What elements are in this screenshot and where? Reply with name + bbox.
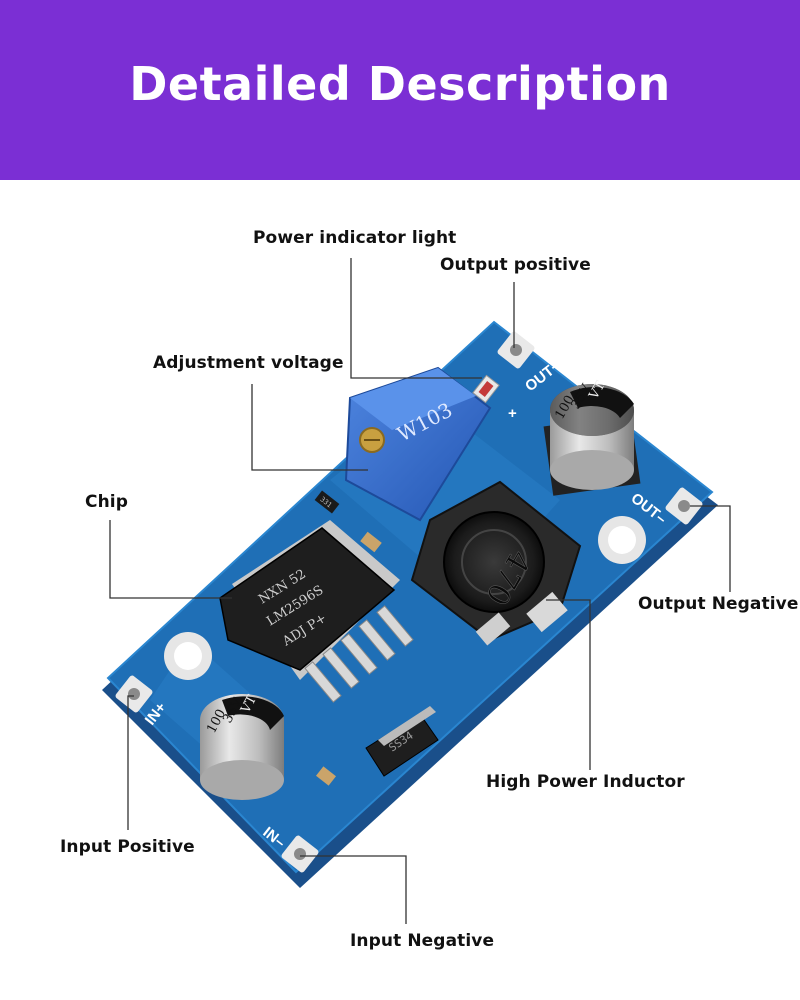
header-banner: Detailed Description [0, 0, 800, 180]
leader-input-positive [127, 695, 134, 830]
power-indicator-led [472, 374, 500, 404]
terminal-pad-in-plus [115, 675, 153, 713]
label-high-power-inductor: High Power Inductor [486, 772, 685, 792]
label-adjustment-voltage: Adjustment voltage [153, 353, 344, 373]
power-inductor: 470 [410, 480, 582, 646]
label-output-negative: Output Negative [638, 594, 799, 614]
mounting-hole-right [598, 516, 646, 564]
smd-capacitor-2 [316, 766, 336, 786]
leader-power-indicator [350, 258, 482, 379]
diode-ss34: SS34 [365, 706, 439, 777]
label-input-positive: Input Positive [60, 837, 195, 857]
label-input-negative: Input Negative [350, 931, 495, 951]
leader-inductor [546, 599, 591, 770]
trimmer-potentiometer: W103 [344, 366, 492, 522]
silk-plus-sign: + [508, 405, 517, 422]
lm2596-chip: NXN 52 LM2596S ADJ P+ [219, 520, 414, 703]
mounting-hole-left [164, 632, 212, 680]
leader-chip [109, 520, 232, 599]
terminal-pad-out-plus [497, 331, 535, 369]
leader-lines [109, 258, 731, 924]
label-output-positive: Output positive [440, 255, 591, 275]
leader-input-negative [300, 855, 407, 924]
label-power-indicator: Power indicator light [253, 228, 457, 248]
terminal-pad-out-minus [665, 487, 703, 525]
capacitor-bottom: 100 35V VT [200, 693, 284, 800]
terminal-pad-in-minus [281, 835, 319, 873]
page-title: Detailed Description [129, 57, 671, 111]
leader-adjustment-voltage [251, 384, 368, 471]
label-chip: Chip [85, 492, 128, 512]
smd-capacitor-1 [360, 531, 382, 553]
capacitor-top: 100 35V VT [543, 379, 641, 496]
leader-output-negative [690, 505, 731, 592]
